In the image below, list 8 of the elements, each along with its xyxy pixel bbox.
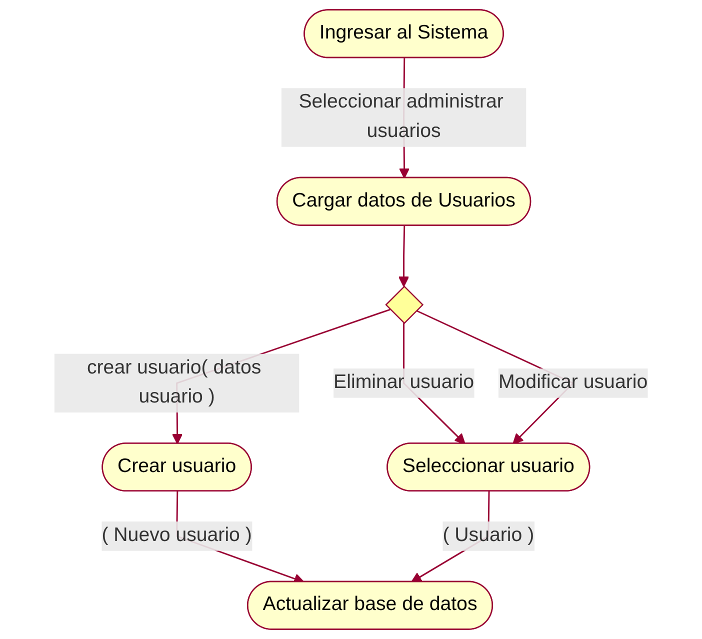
arrow bbox=[398, 226, 410, 287]
edge-label: ( Nuevo usuario ) bbox=[102, 525, 252, 546]
edge-label: Eliminar usuario bbox=[334, 372, 474, 393]
edge-label: crear usuario( datos usuario ) bbox=[86, 357, 262, 408]
edge-label: ( Usuario ) bbox=[442, 525, 534, 546]
edge-label: Seleccionar administrar usuarios bbox=[298, 92, 504, 142]
edge-label: Modificar usuario bbox=[498, 372, 648, 393]
node-diamond bbox=[385, 286, 424, 324]
